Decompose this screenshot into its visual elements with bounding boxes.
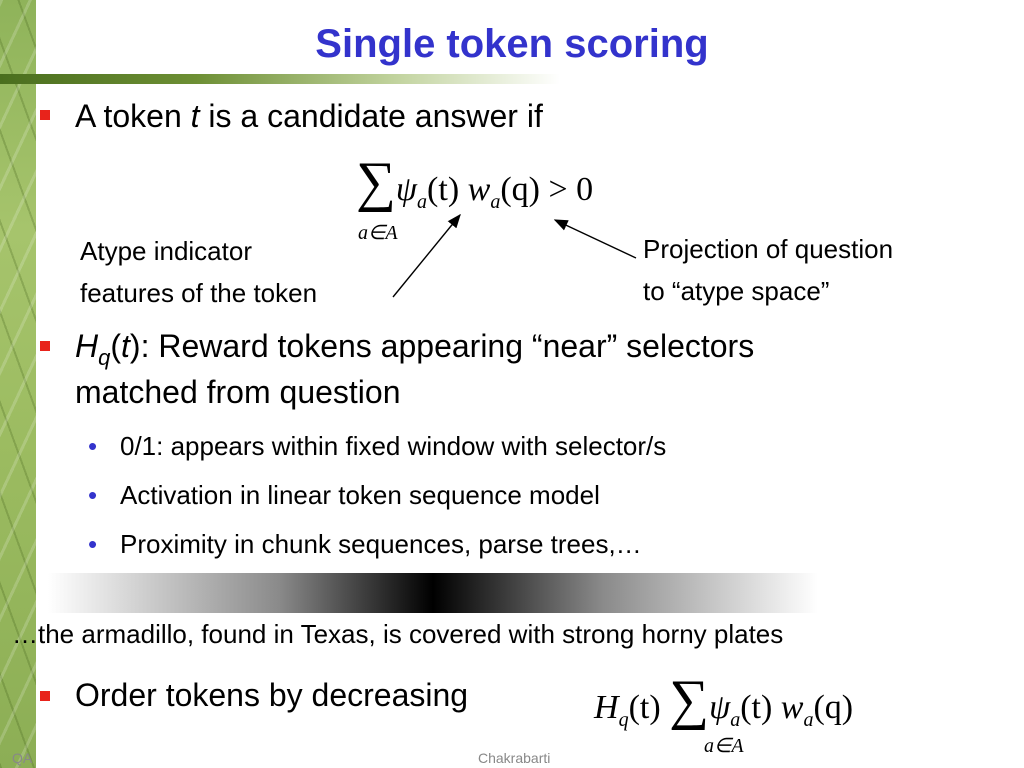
title-rule xyxy=(0,74,560,84)
footer-left: QA xyxy=(12,750,33,766)
proximity-gradient-bar xyxy=(48,573,818,613)
sub-bullet-dot-icon: • xyxy=(88,529,98,559)
bullet-3: Order tokens by decreasing xyxy=(75,677,469,713)
bullet-2-continued: matched from question xyxy=(75,374,401,410)
bullet-1: A token t is a candidate answer if xyxy=(75,98,543,134)
annotation-atype-indicator: Atype indicator features of the token xyxy=(80,236,318,308)
formula-ordering-sum-range: a∈A xyxy=(704,735,744,757)
sub-bullet-2: Activation in linear token sequence mode… xyxy=(120,480,600,510)
bullet-square-icon xyxy=(40,691,50,701)
formula-candidate: ∑ψa(t) wa(q) > 0 xyxy=(356,151,594,213)
slide-title: Single token scoring xyxy=(315,22,709,66)
leaf-texture-strip xyxy=(0,0,36,768)
bullet-2: Hq(t): Reward tokens appearing “near” se… xyxy=(75,328,755,370)
annotation-projection: Projection of question to “atype space” xyxy=(643,234,894,306)
example-sentence: …the armadillo, found in Texas, is cover… xyxy=(12,619,784,649)
sub-bullet-dot-icon: • xyxy=(88,431,98,461)
sub-bullet-1: 0/1: appears within fixed window with se… xyxy=(120,431,667,461)
formula-candidate-sum-range: a∈A xyxy=(358,222,398,244)
footer-author: Chakrabarti xyxy=(478,750,551,766)
bullet-square-icon xyxy=(40,341,50,351)
sub-bullet-3: Proximity in chunk sequences, parse tree… xyxy=(120,529,642,559)
formula-ordering: Hq(t) ∑ψa(t) wa(q) xyxy=(594,669,854,731)
arrow-to-w xyxy=(553,219,637,259)
arrow-to-psi xyxy=(392,213,461,298)
bullet-square-icon xyxy=(40,110,50,120)
sub-bullet-dot-icon: • xyxy=(88,480,98,510)
